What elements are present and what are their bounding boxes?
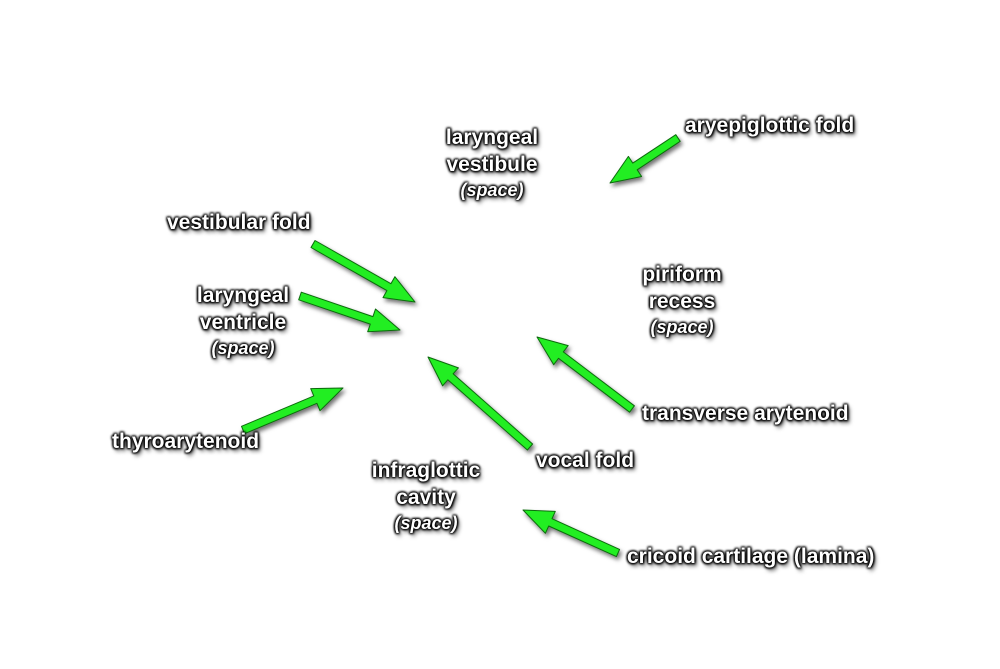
arrow-vocal-fold [427, 356, 534, 451]
label-infraglottic-cavity: infraglottic cavity (space) [356, 457, 496, 535]
label-aryepiglottic-fold: aryepiglottic fold [685, 112, 854, 139]
arrow-aryepiglottic-fold [609, 134, 681, 184]
arrow-cricoid-cartilage [522, 509, 621, 558]
label-vocal-fold: vocal fold [536, 447, 634, 474]
label-transverse-arytenoid: transverse arytenoid [642, 400, 849, 427]
arrow-thyroarytenoid [241, 387, 344, 435]
label-line-2: ventricle [199, 311, 287, 334]
arrow-transverse-arytenoid [536, 336, 635, 413]
label-line-2: recess [648, 290, 716, 313]
label-sub: (space) [211, 338, 275, 358]
label-thyroarytenoid: thyroarytenoid [112, 428, 259, 455]
label-line-1: laryngeal [445, 126, 539, 149]
label-line-1: laryngeal [196, 284, 290, 307]
label-line-1: infraglottic [371, 459, 481, 482]
arrow-vestibular-fold [310, 240, 416, 303]
label-sub: (space) [460, 180, 524, 200]
label-sub: (space) [650, 317, 714, 337]
label-text: vocal fold [536, 449, 635, 472]
label-line-2: cavity [396, 486, 456, 509]
label-sub: (space) [394, 513, 458, 533]
label-text: thyroarytenoid [112, 430, 260, 453]
label-piriform-recess: piriform recess (space) [622, 261, 742, 339]
label-laryngeal-vestibule: laryngeal vestibule (space) [432, 124, 552, 202]
label-text: aryepiglottic fold [685, 114, 855, 137]
arrow-group [241, 134, 681, 558]
label-text: cricoid cartilage (lamina) [627, 545, 875, 568]
label-text: vestibular fold [167, 211, 311, 234]
label-text: transverse arytenoid [642, 402, 849, 425]
label-cricoid-cartilage: cricoid cartilage (lamina) [627, 543, 874, 570]
arrow-laryngeal-ventricle [298, 291, 401, 333]
label-line-2: vestibule [446, 153, 538, 176]
label-line-1: piriform [642, 263, 722, 286]
label-laryngeal-ventricle: laryngeal ventricle (space) [183, 282, 303, 360]
label-vestibular-fold: vestibular fold [167, 209, 311, 236]
